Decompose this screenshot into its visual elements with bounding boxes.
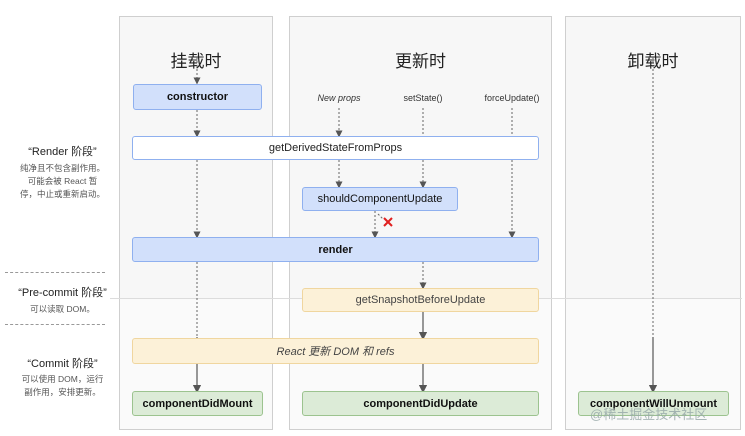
get-derived-state-from-props-box[interactable]: getDerivedStateFromProps <box>132 136 539 160</box>
render-box[interactable]: render <box>132 237 539 262</box>
render-phase-desc-3: 停，中止或重新启动。 <box>19 189 105 199</box>
precommit-phase-desc-1: 可以读取 DOM。 <box>30 304 95 314</box>
render-phase-title: “Render 阶段” <box>28 146 97 158</box>
component-will-unmount-box[interactable]: componentWillUnmount <box>578 391 729 416</box>
render-phase-desc-1: 纯净且不包含副作用。 <box>19 163 105 173</box>
get-snapshot-before-update-box[interactable]: getSnapshotBeforeUpdate <box>302 288 539 312</box>
trigger-set-state: setState() <box>403 93 443 103</box>
trigger-force-update: forceUpdate() <box>484 93 540 103</box>
commit-phase-desc-2: 副作用，安排更新。 <box>24 387 101 397</box>
constructor-box[interactable]: constructor <box>133 84 262 110</box>
component-did-mount-box[interactable]: componentDidMount <box>132 391 263 416</box>
react-update-dom-box: React 更新 DOM 和 refs <box>132 338 539 364</box>
trigger-new-props: New props <box>317 93 361 103</box>
commit-phase-desc-1: 可以使用 DOM，运行 <box>21 374 104 384</box>
update-column-title: 更新时 <box>395 52 446 72</box>
mount-column-title: 挂载时 <box>170 52 222 72</box>
render-precommit-separator <box>5 272 105 273</box>
precommit-phase-title: “Pre-commit 阶段” <box>18 287 107 299</box>
precommit-commit-separator <box>5 324 105 325</box>
component-did-update-box[interactable]: componentDidUpdate <box>302 391 539 416</box>
watermark: @稀土掘金技术社区 <box>590 407 708 422</box>
render-phase-desc-2: 可能会被 React 暂 <box>27 176 98 186</box>
commit-phase-title: “Commit 阶段” <box>27 358 98 370</box>
cancel-x-icon <box>383 217 393 227</box>
should-component-update-box[interactable]: shouldComponentUpdate <box>302 187 458 211</box>
